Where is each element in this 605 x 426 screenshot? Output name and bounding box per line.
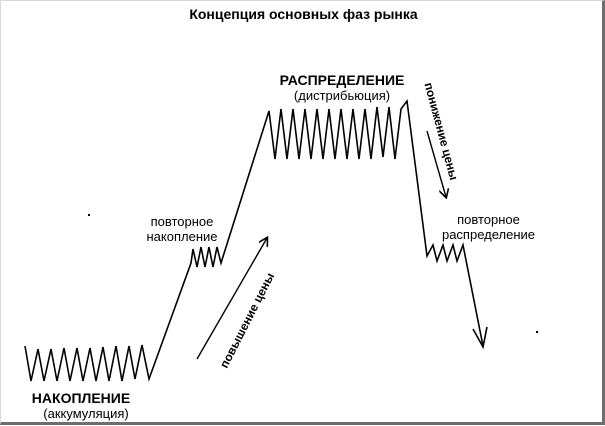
distribution-label: РАСПРЕДЕЛЕНИЕ [279, 72, 405, 88]
reaccumulation-label-line1: повторное [150, 214, 214, 229]
accumulation-label: НАКОПЛЕНИЕ [31, 390, 131, 406]
price-path [24, 98, 484, 382]
reaccumulation-label-line2: накопление [146, 229, 218, 244]
scan-dot [88, 214, 90, 216]
diagram-title: Концепция основных фаз рынка [189, 6, 418, 22]
descent-arrowhead [472, 326, 488, 350]
price-rise-arrow [196, 238, 267, 360]
distribution-sublabel: (дистрибьюция) [293, 88, 391, 103]
redistribution-label-line1: повторное [457, 212, 520, 227]
price-fall-arrow [426, 130, 446, 197]
accumulation-sublabel: (аккумуляция) [43, 406, 129, 421]
scan-dot [536, 331, 538, 333]
redistribution-label-line2: распределение [441, 227, 536, 242]
